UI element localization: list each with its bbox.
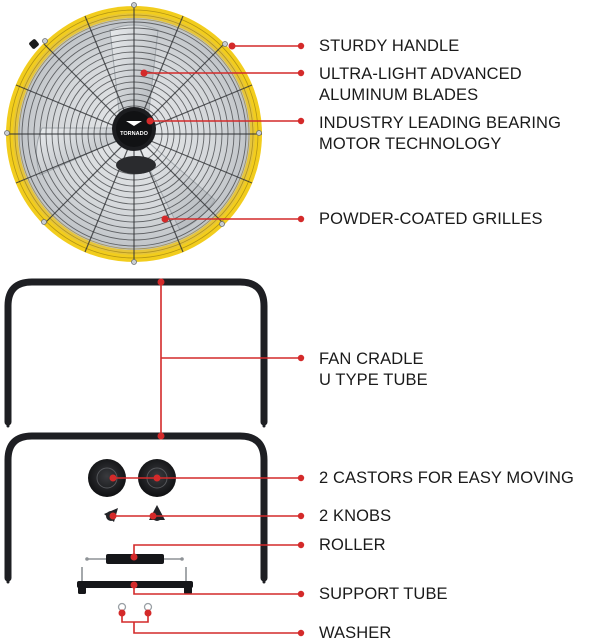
callout-label-cradle: FAN CRADLE U TYPE TUBE	[319, 349, 428, 391]
support-tube	[77, 567, 193, 594]
label-line: INDUSTRY LEADING BEARING	[319, 114, 562, 132]
callout-dots	[109, 42, 305, 637]
label-line: WASHER	[319, 624, 392, 642]
motor-hub: TORNADO	[112, 107, 156, 174]
callout-label-grilles: POWDER-COATED GRILLES	[319, 209, 543, 230]
washers	[117, 602, 153, 612]
callout-label-motor: INDUSTRY LEADING BEARING MOTOR TECHNOLOG…	[319, 113, 561, 155]
handle-knob	[29, 39, 39, 49]
callout-label-blades: ULTRA-LIGHT ADVANCED ALUMINUM BLADES	[319, 64, 522, 106]
label-line: 2 CASTORS FOR EASY MOVING	[319, 469, 574, 487]
label-line: STURDY HANDLE	[319, 37, 460, 55]
callout-label-support-tube: SUPPORT TUBE	[319, 584, 448, 605]
u-tube-lower	[4, 432, 268, 582]
callout-label-castors: 2 CASTORS FOR EASY MOVING	[319, 468, 574, 489]
brand-logo-text: TORNADO	[120, 131, 148, 137]
callout-label-knobs: 2 KNOBS	[319, 506, 391, 527]
label-line: SUPPORT TUBE	[319, 585, 448, 603]
label-line: 2 KNOBS	[319, 507, 392, 525]
callout-lines	[113, 45, 301, 634]
u-tube-upper	[4, 278, 268, 426]
label-line: ULTRA-LIGHT ADVANCED	[319, 65, 522, 83]
label-line: MOTOR TECHNOLOGY	[319, 135, 502, 153]
label-line: POWDER-COATED GRILLES	[319, 210, 543, 228]
label-line: ALUMINUM BLADES	[319, 86, 479, 104]
fan-illustration: TORNADO	[4, 2, 262, 265]
callout-label-handle: STURDY HANDLE	[319, 36, 459, 57]
castor-wheel-left	[88, 459, 126, 497]
label-line: ROLLER	[319, 536, 386, 554]
label-line: U TYPE TUBE	[319, 371, 428, 389]
callout-label-roller: ROLLER	[319, 535, 386, 556]
label-line: FAN CRADLE	[319, 350, 424, 368]
brand-logo-icon	[126, 121, 142, 126]
fan-cradle-tubes	[4, 278, 268, 582]
callout-label-washer: WASHER	[319, 623, 391, 644]
